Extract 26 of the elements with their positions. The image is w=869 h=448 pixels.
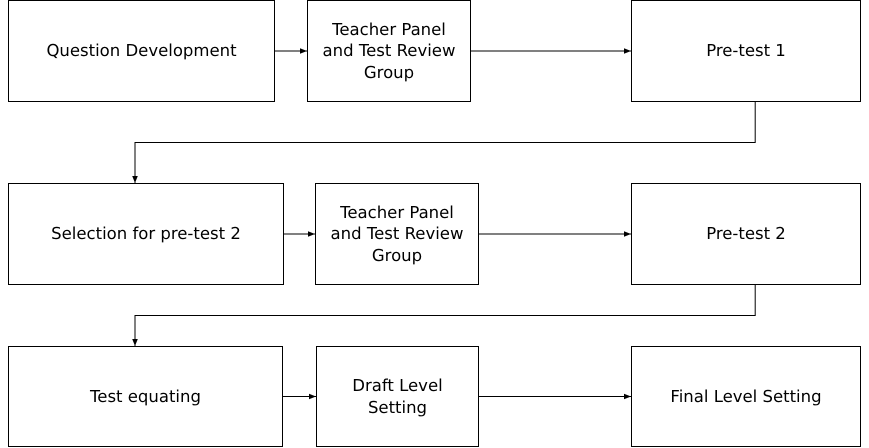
step-label: Pre-test 1 <box>706 40 786 62</box>
process-box <box>307 0 471 102</box>
arrow <box>470 48 632 54</box>
arrow <box>478 394 632 400</box>
arrow <box>282 394 316 400</box>
step-label: Pre-test 2 <box>706 223 786 245</box>
process-box <box>631 183 861 285</box>
step-label: Selection for pre-test 2 <box>51 223 241 245</box>
step-label: Teacher Panel and Test Review Group <box>322 18 456 84</box>
process-box <box>8 183 284 285</box>
step-label: Final Level Setting <box>670 386 822 408</box>
arrow <box>132 102 756 184</box>
process-box <box>631 0 861 102</box>
step-label: Draft Level Setting <box>351 375 444 418</box>
process-box <box>316 346 479 447</box>
arrow <box>274 48 308 54</box>
process-box <box>315 183 479 285</box>
process-box <box>8 0 275 102</box>
arrow <box>132 284 756 346</box>
arrow <box>478 231 632 237</box>
step-label: Test equating <box>90 386 201 408</box>
arrow <box>284 231 316 237</box>
step-label: Question Development <box>46 40 237 62</box>
step-label: Teacher Panel and Test Review Group <box>330 202 464 266</box>
process-box <box>631 346 861 447</box>
process-box <box>8 346 283 447</box>
